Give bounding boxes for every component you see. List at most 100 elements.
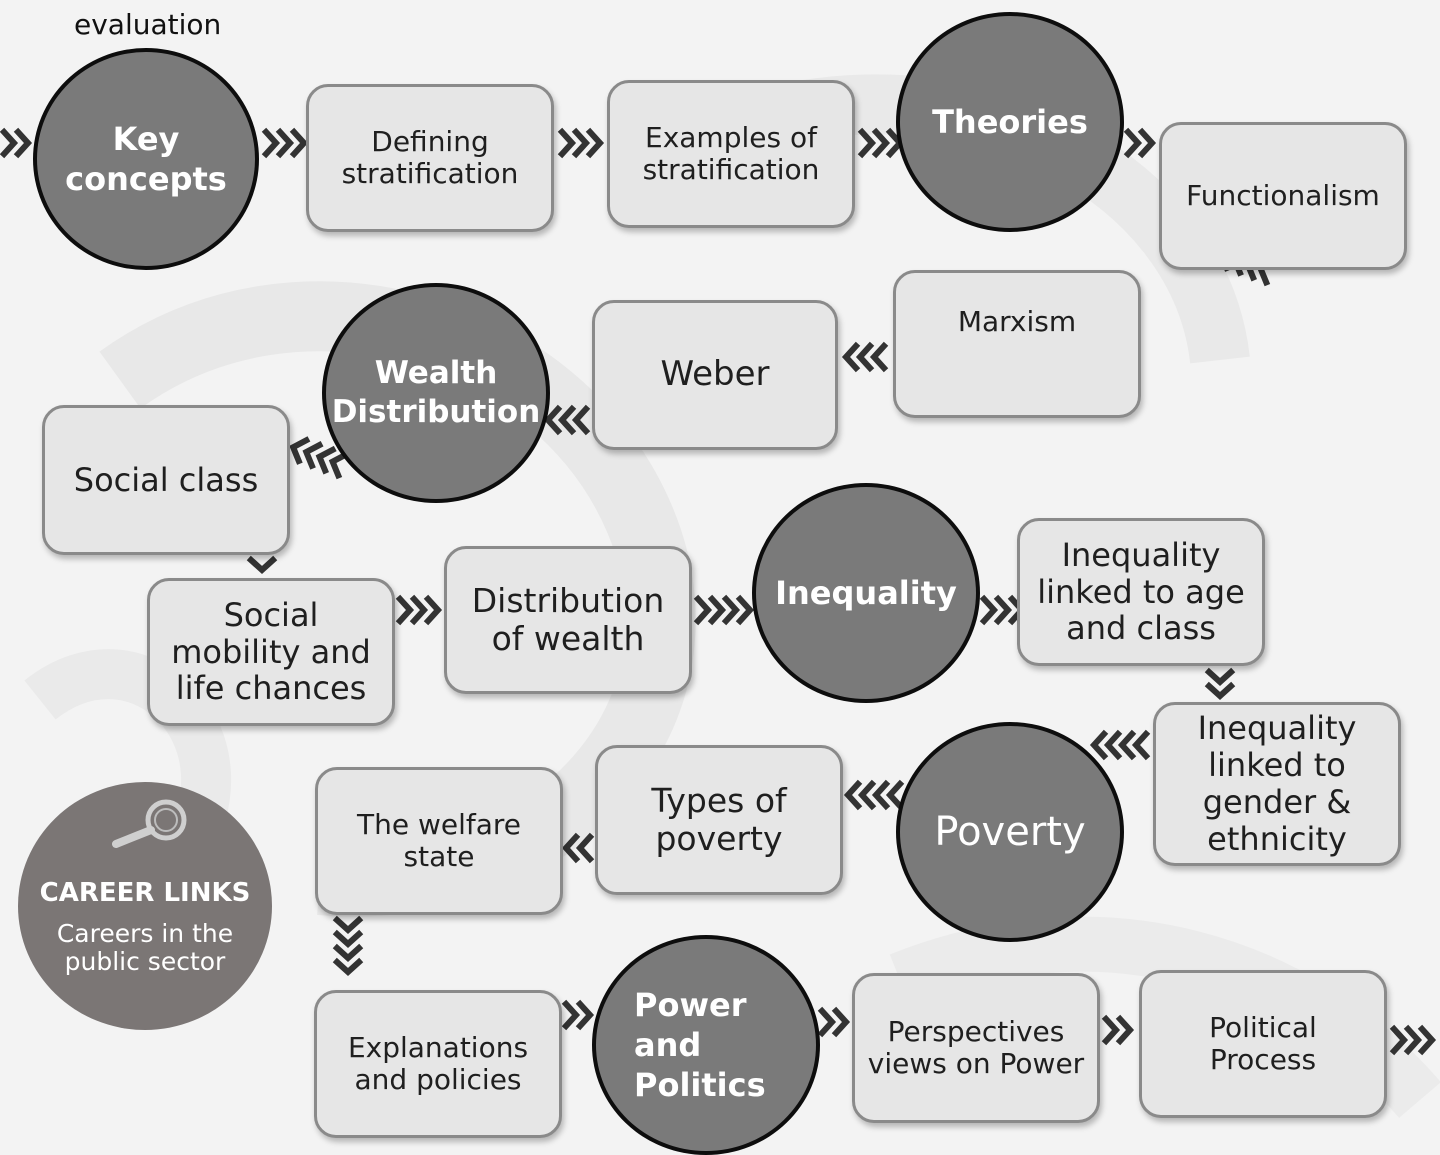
chevron-arrow-icon: [1403, 1024, 1423, 1056]
evaluation-label: evaluation: [74, 8, 222, 41]
magnifying-glass-icon: [112, 799, 187, 848]
chevron-group: [1101, 1014, 1135, 1046]
chevron-arrow-icon: [817, 1006, 837, 1038]
chevron-group: [561, 999, 595, 1031]
chevron-arrow-icon: [289, 127, 309, 159]
examples-stratification-node[interactable]: Examples of stratification: [607, 80, 855, 228]
chevron-arrow-icon: [1204, 681, 1236, 701]
chevron-arrow-icon: [693, 594, 713, 626]
chevron-arrow-icon: [332, 915, 364, 935]
chevron-arrow-icon: [979, 594, 999, 626]
chevron-arrow-icon: [857, 127, 877, 159]
functionalism-node[interactable]: Functionalism: [1159, 122, 1407, 270]
chevron-arrow-icon: [13, 127, 33, 159]
perspectives-power-node[interactable]: Perspectives views on Power: [852, 973, 1100, 1123]
chevron-arrow-icon: [1204, 667, 1236, 687]
power-politics-node[interactable]: Power and Politics: [592, 935, 820, 1155]
chevron-arrow-icon: [275, 127, 295, 159]
chevron-group: [693, 594, 755, 626]
chevron-arrow-icon: [1123, 127, 1143, 159]
chevron-arrow-icon: [1103, 729, 1123, 761]
chevron-arrow-icon: [561, 999, 581, 1031]
chevron-group: [817, 1006, 851, 1038]
defining-stratification-node[interactable]: Defining stratification: [306, 84, 554, 232]
chevron-arrow-icon: [289, 436, 311, 465]
chevron-arrow-icon: [575, 832, 595, 864]
chevron-arrow-icon: [843, 779, 863, 811]
chevron-group: [543, 404, 591, 436]
chevron-arrow-icon: [423, 594, 443, 626]
chevron-arrow-icon: [721, 594, 741, 626]
chevron-arrow-icon: [302, 441, 324, 470]
chevron-arrow-icon: [1131, 729, 1151, 761]
inequality-node[interactable]: Inequality: [752, 483, 980, 703]
chevron-arrow-icon: [871, 127, 891, 159]
inequality-age-class-node[interactable]: Inequality linked to age and class: [1017, 518, 1265, 666]
key-concepts-node[interactable]: Key concepts: [33, 48, 259, 270]
chevron-group: [0, 127, 33, 159]
chevron-group: [1389, 1024, 1437, 1056]
chevron-group: [1089, 729, 1151, 761]
chevron-arrow-icon: [409, 594, 429, 626]
wealth-distribution-node[interactable]: Wealth Distribution: [322, 283, 550, 503]
chevron-group: [332, 915, 364, 977]
chevron-arrow-icon: [0, 127, 19, 159]
chevron-arrow-icon: [561, 832, 581, 864]
chevron-arrow-icon: [328, 450, 350, 480]
chevron-arrow-icon: [543, 404, 563, 436]
career-links-subtitle: Careers in the public sector: [56, 919, 234, 976]
types-poverty-node[interactable]: Types of poverty: [595, 745, 843, 895]
chevron-arrow-icon: [246, 555, 278, 575]
political-process-node[interactable]: Political Process: [1139, 970, 1387, 1118]
chevron-arrow-icon: [993, 594, 1013, 626]
chevron-arrow-icon: [557, 404, 577, 436]
chevron-arrow-icon: [571, 127, 591, 159]
social-mobility-node[interactable]: Social mobility and life chances: [147, 578, 395, 726]
chevron-arrow-icon: [707, 594, 727, 626]
chevron-group: [246, 555, 278, 575]
inequality-gender-ethnicity-node[interactable]: Inequality linked to gender & ethnicity: [1153, 702, 1401, 866]
chevron-arrow-icon: [395, 594, 415, 626]
chevron-arrow-icon: [332, 943, 364, 963]
chevron-arrow-icon: [1089, 729, 1109, 761]
poverty-node[interactable]: Poverty: [896, 722, 1124, 942]
chevron-arrow-icon: [557, 127, 577, 159]
chevron-arrow-icon: [332, 929, 364, 949]
career-links-title: CAREER LINKS: [39, 878, 251, 908]
chevron-group: [261, 127, 309, 159]
welfare-state-node[interactable]: The welfare state: [315, 767, 563, 915]
chevron-group: [857, 127, 905, 159]
chevron-group: [561, 832, 595, 864]
explanations-policies-node[interactable]: Explanations and policies: [314, 990, 562, 1138]
chevron-arrow-icon: [332, 957, 364, 977]
chevron-arrow-icon: [575, 999, 595, 1031]
social-class-node[interactable]: Social class: [42, 405, 290, 555]
chevron-arrow-icon: [831, 1006, 851, 1038]
chevron-arrow-icon: [1389, 1024, 1409, 1056]
chevron-arrow-icon: [871, 779, 891, 811]
chevron-arrow-icon: [585, 127, 605, 159]
chevron-arrow-icon: [735, 594, 755, 626]
chevron-arrow-icon: [1117, 729, 1137, 761]
chevron-arrow-icon: [885, 779, 905, 811]
chevron-group: [841, 341, 889, 373]
distribution-wealth-node[interactable]: Distribution of wealth: [444, 546, 692, 694]
chevron-group: [1204, 667, 1236, 701]
chevron-arrow-icon: [855, 341, 875, 373]
career-links-badge[interactable]: CAREER LINKS Careers in the public secto…: [18, 782, 272, 1030]
chevron-arrow-icon: [1115, 1014, 1135, 1046]
chevron-group: [843, 779, 905, 811]
chevron-arrow-icon: [571, 404, 591, 436]
chevron-arrow-icon: [261, 127, 281, 159]
weber-node[interactable]: Weber: [592, 300, 838, 450]
chevron-arrow-icon: [1137, 127, 1157, 159]
marxism-node[interactable]: Marxism: [893, 270, 1141, 418]
chevron-arrow-icon: [869, 341, 889, 373]
chevron-arrow-icon: [841, 341, 861, 373]
theories-node[interactable]: Theories: [896, 12, 1124, 232]
chevron-group: [557, 127, 605, 159]
chevron-arrow-icon: [315, 445, 337, 475]
chevron-group: [289, 436, 350, 480]
